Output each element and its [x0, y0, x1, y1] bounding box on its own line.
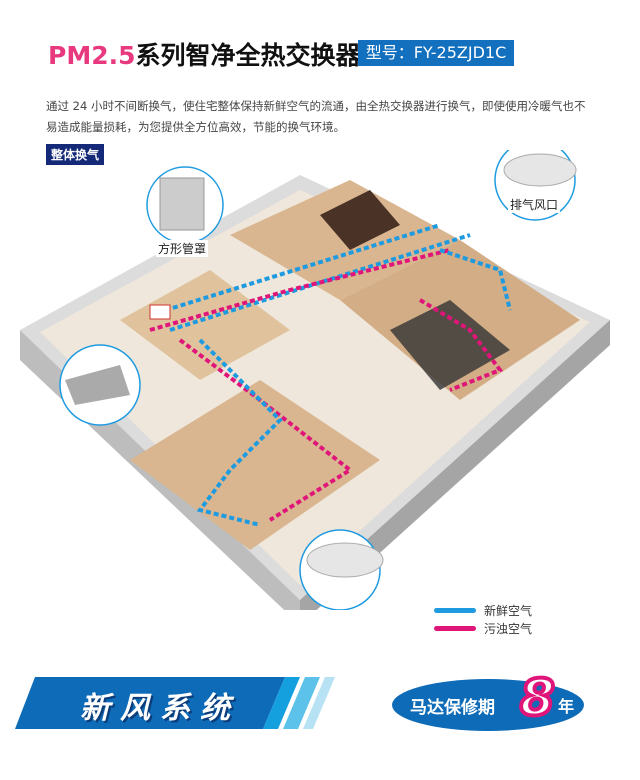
legend: 新鲜空气 污浊空气	[434, 601, 532, 637]
warranty-text: 马达保修期	[410, 698, 495, 718]
banner-background	[15, 677, 335, 729]
stale-air-swatch	[434, 625, 476, 631]
callout-exhaust-vent: 排气风口	[508, 196, 561, 213]
warranty-badge	[392, 679, 584, 731]
page-title: PM2.5系列智净全热交换器	[48, 41, 361, 70]
warranty-years: 8	[518, 667, 557, 729]
banner-title: 新风系统	[80, 691, 240, 726]
callout-square-hood: 方形管罩	[156, 240, 209, 257]
legend-fresh-air: 新鲜空气	[434, 601, 532, 619]
house-illustration	[20, 150, 610, 610]
legend-stale-air: 污浊空气	[434, 619, 532, 637]
model-badge: 型号：FY-25ZJD1C	[358, 40, 514, 66]
section-tag: 整体换气	[46, 144, 105, 165]
fresh-air-swatch	[434, 607, 476, 613]
warranty-unit: 年	[558, 697, 575, 716]
description: 通过 24 小时不间断换气，使住宅整体保持新鲜空气的流通，由全热交换器进行换气，…	[46, 99, 586, 134]
